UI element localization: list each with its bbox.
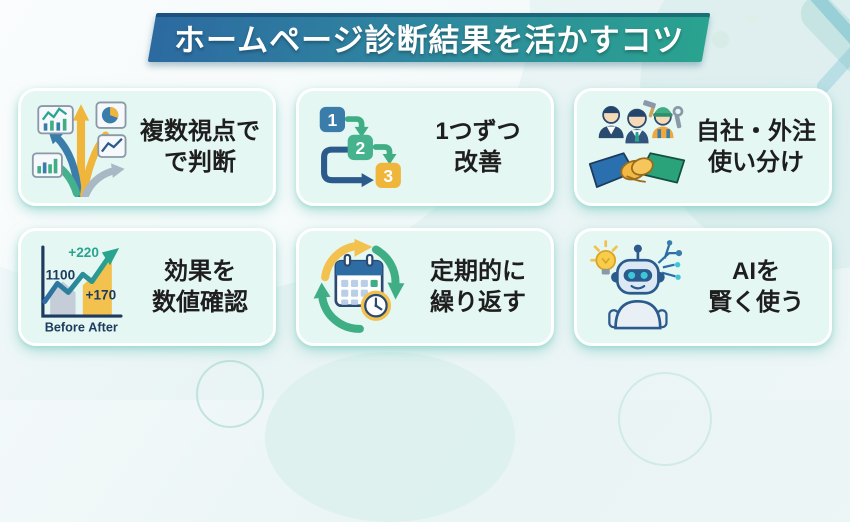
workers-handshake-icon xyxy=(585,98,689,196)
chart-gain-top: +220 xyxy=(68,245,99,260)
card-label-line1: 複数視点で xyxy=(140,117,260,145)
card-one-by-one: 1 2 3 1つずつ 改善 xyxy=(296,88,554,206)
workers-handshake-icon xyxy=(588,100,686,188)
chart-before-label: Before xyxy=(45,320,85,334)
numbered-steps-icon: 1 2 3 xyxy=(307,99,411,195)
card-label: AIを 賢く使う xyxy=(689,256,823,318)
card-label: 効果を 数値確認 xyxy=(133,256,267,318)
step-number-1: 1 xyxy=(328,110,338,130)
card-label: 複数視点で で判断 xyxy=(133,116,267,178)
card-label-line1: 自社・外注 xyxy=(696,117,816,145)
tips-grid: 複数視点で で判断 1 2 3 1つずつ 改善 xyxy=(18,88,832,346)
chart-start-value: 1100 xyxy=(46,268,76,283)
card-label-line1: AIを xyxy=(732,257,780,285)
decorative-ring xyxy=(618,372,712,466)
background-blob xyxy=(265,352,515,522)
card-label: 1つずつ 改善 xyxy=(411,116,545,178)
chart-after-label: After xyxy=(88,320,118,334)
chart-gain-bottom: +170 xyxy=(86,288,117,303)
step-number-3: 3 xyxy=(383,166,393,186)
numbered-steps-icon: 1 2 3 xyxy=(319,106,401,189)
calendar-clock-cycle-icon xyxy=(313,238,405,333)
decorative-ring xyxy=(196,360,264,428)
step-number-2: 2 xyxy=(355,138,365,158)
page-title: ホームページ診断結果を活かすコツ xyxy=(173,23,685,58)
branching-arrows-icon xyxy=(31,101,127,197)
ai-robot-icon xyxy=(590,240,683,330)
card-use-ai: AIを 賢く使う xyxy=(574,228,832,346)
header-banner: ホームページ診断結果を活かすコツ xyxy=(147,13,711,62)
card-label-line1: 定期的に xyxy=(430,257,526,285)
card-label-line1: 効果を xyxy=(164,257,236,285)
card-label-line2: 繰り返す xyxy=(430,289,526,316)
branching-arrows-icon xyxy=(29,97,133,197)
card-numeric-confirmation: 1100 +220 +170 Before After 効果を 数値確認 xyxy=(18,228,276,346)
card-multiple-viewpoints: 複数視点で で判断 xyxy=(18,88,276,206)
card-repeat-periodically: 定期的に 繰り返す xyxy=(296,228,554,346)
card-label: 定期的に 繰り返す xyxy=(411,256,545,318)
growth-chart-icon: 1100 +220 +170 Before After xyxy=(41,245,123,334)
ai-robot-icon xyxy=(585,238,689,336)
card-label-line2: 数値確認 xyxy=(152,289,248,316)
card-label-line1: 1つずつ xyxy=(435,117,521,145)
growth-chart-icon: 1100 +220 +170 Before After xyxy=(29,238,133,336)
card-label: 自社・外注 使い分け xyxy=(689,116,823,178)
decorative-dot xyxy=(747,13,757,23)
calendar-clock-cycle-icon xyxy=(307,238,411,336)
card-label-line2: 賢く使う xyxy=(708,289,804,316)
card-label-line2: 改善 xyxy=(454,149,502,176)
decorative-dot xyxy=(712,31,729,48)
card-label-line2: 使い分け xyxy=(708,149,804,176)
card-inhouse-outsource: 自社・外注 使い分け xyxy=(574,88,832,206)
card-label-line2: で判断 xyxy=(164,149,236,176)
